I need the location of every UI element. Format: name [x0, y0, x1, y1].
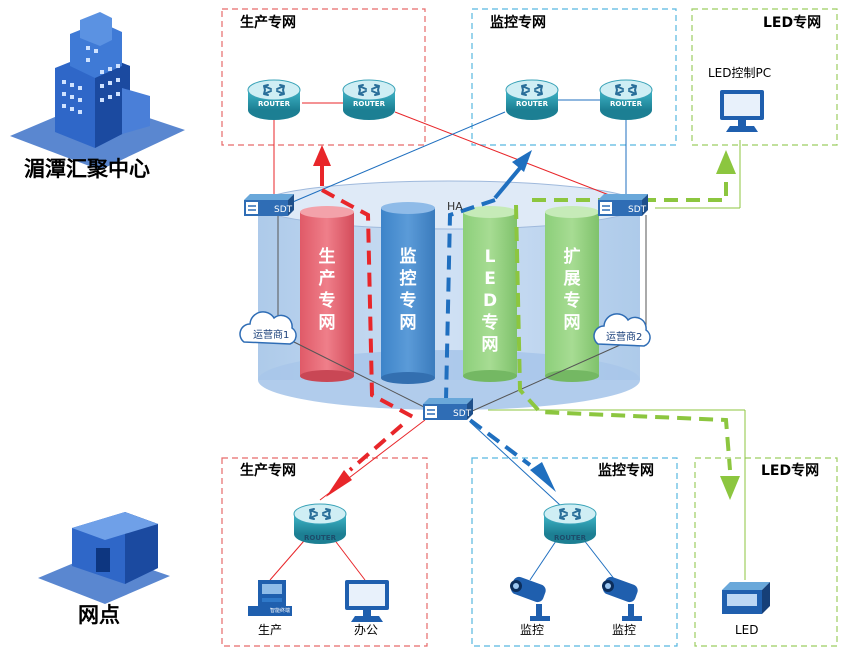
- pillar-mon-char-0: 监: [400, 246, 417, 267]
- sdt-label: SDT: [453, 409, 472, 419]
- pillar-led-char-1: E: [484, 269, 496, 289]
- top-mon-box: [471, 8, 677, 146]
- pillar-mon-char-1: 控: [400, 268, 417, 289]
- bottom-led-box: [694, 457, 838, 647]
- cloud-icon: [239, 311, 297, 345]
- red-dashed-path-down: [348, 423, 404, 472]
- pillar-led-char-2: D: [483, 291, 497, 311]
- led-device-icon: [722, 582, 770, 614]
- branch-title: 网点: [78, 603, 120, 627]
- bottom-prod-box: [221, 457, 428, 647]
- pillar-ext-char-3: 网: [564, 313, 581, 333]
- bottom-mon-title: 监控专网: [598, 462, 654, 479]
- green-dashed-path: [514, 204, 732, 471]
- pillar-ext: [545, 206, 599, 382]
- cloud-icon: [593, 313, 651, 347]
- sdt-label: SDT: [274, 205, 293, 215]
- smart-terminal-icon: [248, 580, 292, 616]
- pillar-ext-char-0: 扩: [564, 246, 581, 267]
- bottom-prod-title: 生产专网: [240, 462, 296, 479]
- red-arrow-down-icon: [326, 470, 352, 497]
- led-label: LED: [735, 623, 759, 637]
- pillar-ext-char-1: 展: [564, 269, 581, 289]
- router-label: ROUTER: [258, 100, 291, 108]
- router-label: ROUTER: [304, 534, 337, 542]
- office-label: 办公: [354, 622, 378, 637]
- red-dashed-path: [321, 188, 416, 420]
- pillar-prod-char-3: 网: [319, 313, 336, 333]
- center-title: 湄潭汇聚中心: [24, 157, 150, 181]
- camera-icon: [509, 575, 550, 621]
- pillar-led-char-4: 网: [482, 335, 499, 355]
- router-label: ROUTER: [554, 534, 587, 542]
- bottom-led-title: LED专网: [761, 462, 819, 479]
- terminal-label: 生产: [258, 623, 282, 637]
- camera1-label: 监控: [520, 623, 544, 637]
- pillar-mon: [381, 202, 435, 384]
- carrier1-label: 运营商1: [253, 328, 289, 341]
- top-led-box: [691, 8, 838, 146]
- green-arrow-down-icon: [720, 476, 740, 500]
- pillar-led-char-0: L: [485, 247, 496, 267]
- top-mon-title: 监控专网: [490, 14, 546, 31]
- top-prod-title: 生产专网: [240, 14, 296, 31]
- pillar-ext-char-2: 专: [564, 290, 581, 311]
- top-led-title: LED专网: [763, 14, 821, 31]
- blue-arrow-up-icon: [512, 150, 532, 172]
- pillar-led-char-3: 专: [482, 312, 499, 333]
- camera2-label: 监控: [612, 623, 636, 637]
- pillar-prod-char-2: 专: [319, 290, 336, 311]
- ha-label: HA: [447, 200, 463, 213]
- office-pc-monitor-icon: [345, 580, 389, 622]
- router-label: ROUTER: [353, 100, 386, 108]
- branch-building-icon: [38, 512, 170, 604]
- pillar-mon-char-3: 网: [400, 313, 417, 333]
- camera-icon: [601, 575, 642, 621]
- pillar-prod-char-0: 生: [319, 246, 336, 267]
- pillar-led: [463, 206, 517, 382]
- building-icon: [10, 12, 185, 170]
- router-label: ROUTER: [516, 100, 549, 108]
- led-pc-label: LED控制PC: [708, 66, 771, 80]
- pillar-mon-char-2: 专: [400, 290, 417, 311]
- pillar-prod-char-1: 产: [319, 268, 336, 289]
- led-pc-monitor-icon: [720, 90, 764, 132]
- red-arrow-up-icon: [313, 145, 331, 166]
- sdt-label: SDT: [628, 205, 647, 215]
- pillar-prod: [300, 206, 354, 382]
- green-arrow-up-icon: [716, 150, 736, 174]
- blue-arrow-down-icon: [530, 462, 556, 492]
- router-label: ROUTER: [610, 100, 643, 108]
- bottom-mon-box: [471, 457, 678, 647]
- top-prod-box: [221, 8, 426, 146]
- carrier2-label: 运营商2: [606, 330, 642, 343]
- smart-terminal-screen-label: 智能终端: [270, 607, 290, 614]
